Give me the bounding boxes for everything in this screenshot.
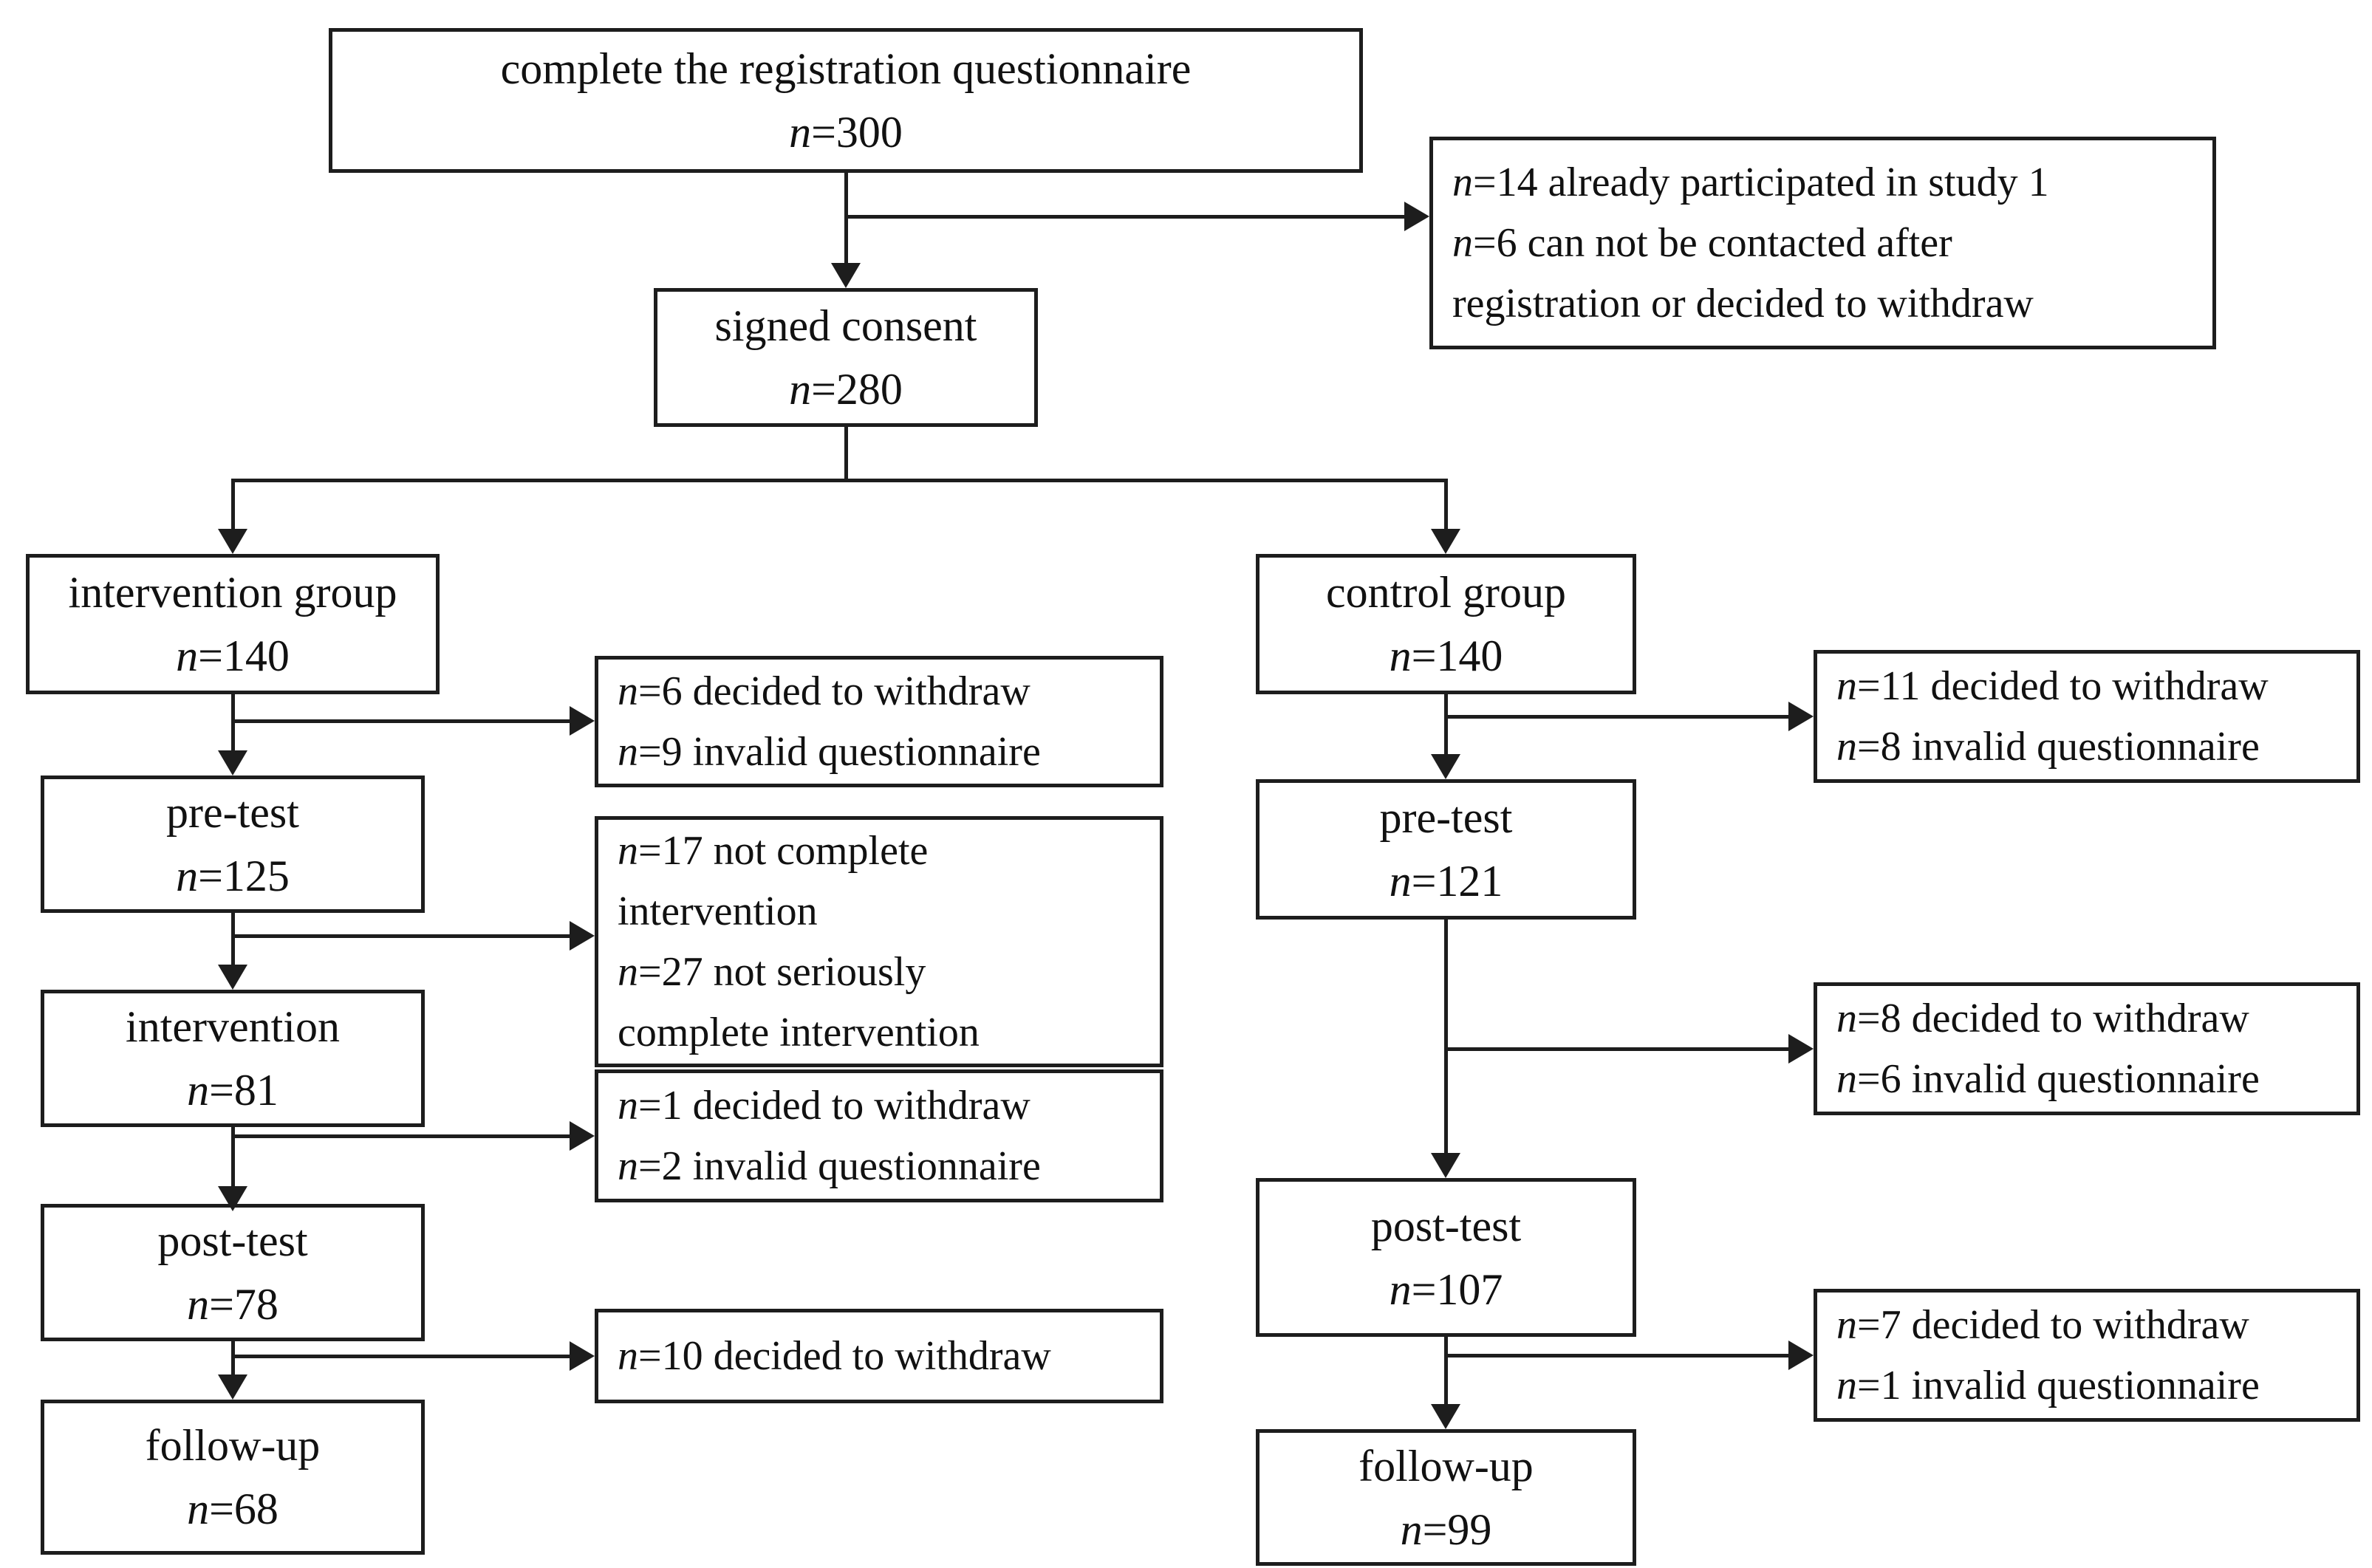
exclusion-line: n=6 can not be contacted after [1452,220,1952,266]
exclusion-line: registration or decided to withdraw [1452,281,2034,326]
arrowhead-down-pretest-intervention [218,750,247,776]
arrowhead-down-posttest-control [1431,1153,1460,1178]
exclusion-line: complete intervention [618,1010,980,1055]
box-n-value: n=78 [187,1280,278,1329]
signed-consent-box: signed consent n=280 [654,288,1038,427]
exclusion-line: n=6 invalid questionnaire [1836,1056,2260,1102]
box-label: control group [1326,568,1566,617]
control-posttest-exclusions-box: n=8 decided to withdraw n=6 invalid quest… [1814,982,2360,1115]
box-label: pre-test [166,788,299,837]
registration-exclusions-box: n=14 already participated in study 1 n=6 … [1429,137,2216,349]
exclusion-line: n=8 decided to withdraw [1836,996,2249,1041]
control-group-box: control group n=140 [1256,554,1636,694]
post-test-intervention-box: post-test n=78 [41,1204,425,1341]
box-label: intervention [126,1002,340,1051]
arrowhead-down-consent [831,263,861,288]
box-n-value: n=107 [1389,1264,1503,1314]
box-label: post-test [1370,1201,1522,1250]
pre-test-control-box: pre-test n=121 [1256,779,1636,920]
connector-consent-to-split [844,425,848,482]
connector-split-horizontal [231,479,1447,482]
exclusion-line: n=2 invalid questionnaire [618,1143,1041,1189]
box-n-value: n=140 [1389,631,1503,680]
connector-split-to-control-group [1444,479,1448,532]
exclusion-line: intervention [618,889,818,934]
box-n-value: n=99 [1400,1504,1492,1554]
box-label: intervention group [68,568,397,617]
connector-posttest-to-followup-control [1444,1337,1448,1407]
box-n-value: n=140 [176,631,290,680]
intervention-posttest-exclusions-box: n=1 decided to withdraw n=2 invalid quest… [595,1069,1163,1202]
follow-up-intervention-box: follow-up n=68 [41,1400,425,1555]
exclusion-line: n=11 decided to withdraw [1836,663,2269,709]
control-followup-exclusions-box: n=7 decided to withdraw n=1 invalid quest… [1814,1289,2360,1422]
box-n-value: n=121 [1389,857,1503,905]
control-pretest-exclusions-box: n=11 decided to withdraw n=8 invalid ques… [1814,650,2360,783]
exclusion-line: n=14 already participated in study 1 [1452,160,2049,205]
exclusion-line: n=6 decided to withdraw [618,668,1031,714]
box-label: follow-up [145,1421,321,1470]
arrowhead-right-control-pretest-exclusions [1788,702,1814,731]
arrowhead-right-intervention-followup-exclusions [570,1341,595,1371]
connector-pretest-to-intervention [231,912,235,968]
post-test-control-box: post-test n=107 [1256,1178,1636,1337]
arrowhead-right-intervention-pretest-exclusions [570,706,595,736]
box-label: follow-up [1358,1441,1534,1490]
arrowhead-down-posttest-intervention [218,1186,247,1211]
box-n-value: n=300 [789,108,903,157]
intervention-completion-exclusions-box: n=17 not complete intervention n=27 not se… [595,816,1163,1067]
connector-posttest-to-followup-intervention [231,1341,235,1377]
connector-intervention-to-posttest [231,1126,235,1189]
box-n-value: n=280 [789,365,903,414]
box-label: complete the registration questionnaire [500,44,1192,93]
exclusion-line: n=1 invalid questionnaire [1836,1363,2260,1408]
intervention-followup-exclusions-box: n=10 decided to withdraw [595,1309,1163,1403]
intervention-box: intervention n=81 [41,990,425,1127]
exclusion-line: n=1 decided to withdraw [618,1083,1031,1129]
box-n-value: n=81 [187,1066,278,1115]
connector-branch-control-followup-exclusions [1444,1354,1790,1358]
arrowhead-right-intervention-completion-exclusions [570,921,595,951]
arrowhead-down-control-group [1431,529,1460,554]
box-n-value: n=68 [187,1485,278,1533]
exclusion-line: n=27 not seriously [618,949,926,995]
connector-intervention-group-to-pretest [231,693,235,753]
arrowhead-right-intervention-posttest-exclusions [570,1121,595,1151]
connector-branch-intervention-completion-exclusions [231,934,571,938]
connector-control-group-to-pretest [1444,694,1448,757]
arrowhead-down-followup-intervention [218,1374,247,1400]
box-label: pre-test [1379,793,1513,842]
registration-box: complete the registration questionnaire … [329,28,1363,173]
arrowhead-down-followup-control [1431,1404,1460,1429]
box-n-value: n=125 [176,852,290,900]
arrowhead-right-registration-exclusions [1404,202,1429,231]
connector-branch-intervention-posttest-exclusions [231,1134,571,1138]
intervention-group-box: intervention group n=140 [26,554,440,694]
arrowhead-right-control-followup-exclusions [1788,1341,1814,1370]
arrowhead-right-control-posttest-exclusions [1788,1034,1814,1064]
follow-up-control-box: follow-up n=99 [1256,1429,1636,1566]
exclusion-line: n=17 not complete [618,828,929,874]
connector-branch-control-posttest-exclusions [1444,1047,1790,1051]
connector-registration-to-consent [844,171,848,267]
exclusion-line: n=7 decided to withdraw [1836,1302,2249,1348]
pre-test-intervention-box: pre-test n=125 [41,776,425,913]
connector-registration-to-exclusions [844,215,1406,219]
exclusion-line: n=9 invalid questionnaire [618,729,1041,775]
intervention-pretest-exclusions-box: n=6 decided to withdraw n=9 invalid quest… [595,656,1163,787]
box-label: signed consent [714,301,977,350]
connector-split-to-intervention-group [231,479,235,532]
connector-branch-intervention-pretest-exclusions [231,719,571,723]
connector-branch-intervention-followup-exclusions [231,1355,571,1358]
connector-pretest-to-posttest-control [1444,920,1448,1156]
arrowhead-down-intervention [218,965,247,990]
arrowhead-down-pretest-control [1431,754,1460,779]
box-label: post-test [157,1216,308,1265]
arrowhead-down-intervention-group [218,529,247,554]
connector-branch-control-pretest-exclusions [1444,715,1790,719]
exclusion-line: n=10 decided to withdraw [618,1333,1051,1379]
exclusion-line: n=8 invalid questionnaire [1836,724,2260,770]
